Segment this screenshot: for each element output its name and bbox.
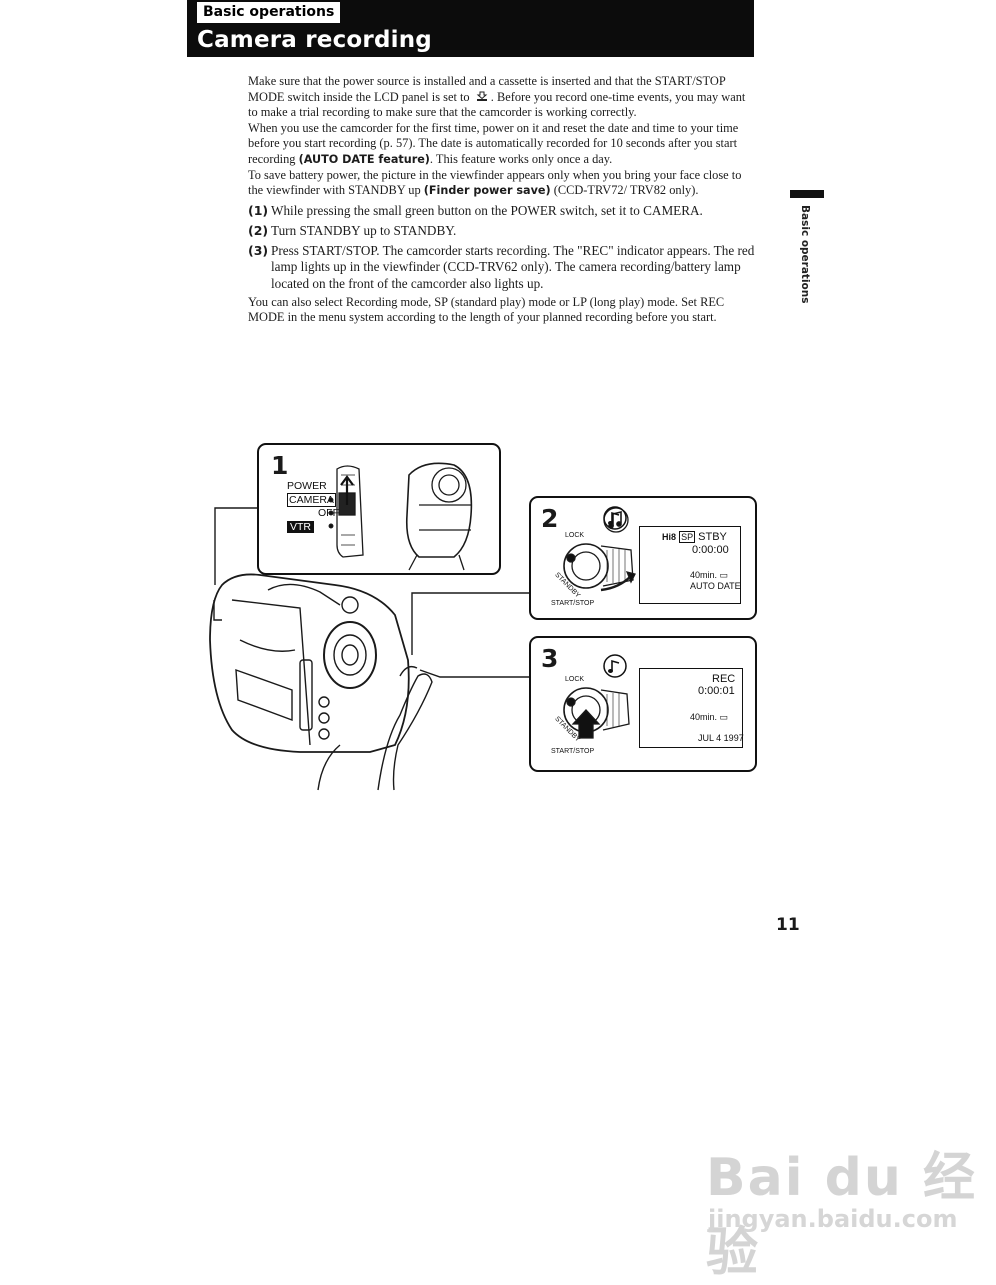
step-item: (3) Press START/STOP. The camcorder star… [248,243,756,292]
battery-icon: ▭ [719,712,729,722]
step-item: (1) While pressing the small green butto… [248,203,756,219]
finder-power-save-term: (Finder power save) [423,184,551,198]
battery-icon: ▭ [719,570,729,580]
off-position-label: OFF [318,507,339,519]
step-number: (2) [248,222,269,238]
lock-label: LOCK [565,676,585,683]
page-number: 11 [776,915,800,935]
step-number: (3) [248,243,269,259]
remaining-tape: 40min. [690,570,718,580]
step-item: (2) Turn STANDBY up to STANDBY. [248,223,756,239]
vf-auto-date: AUTO DATE [690,581,741,591]
baidu-watermark-logo: Bai du 经验 [706,1148,977,1283]
beep-icon [601,504,629,532]
start-stop-dial-drawing [563,687,630,739]
intro-text: To save battery power, the picture in th… [248,167,742,198]
panel-number: 3 [541,644,559,673]
baidu-watermark-url: jingyan.baidu.com [708,1205,958,1233]
standby-indicator: STBY [698,531,727,543]
vf-remaining: 40min. ▭ [690,711,728,724]
intro-paragraph-3: To save battery power, the picture in th… [248,168,756,199]
vtr-position-label: VTR [287,521,314,533]
step-2-panel: 2 LOCK STANDBY START/STOP Hi8 SP STBY 0:… [529,496,757,620]
camera-position-label: CAMERA [287,493,336,507]
intro-text: . This feature works only once a day. [429,151,613,166]
intro-paragraph-2: When you use the camcorder for the first… [248,121,756,168]
hi8-indicator: Hi8 [662,532,677,542]
step-number: (1) [248,202,269,218]
remaining-tape: 40min. [690,712,718,722]
viewfinder-display-standby: Hi8 SP STBY 0:00:00 40min. ▭ AUTO DATE [639,526,741,604]
start-stop-label: START/STOP [551,600,595,607]
vf-remaining: 40min. ▭ [690,569,728,582]
intro-text: Make sure that the power source is insta… [248,74,726,104]
power-label: POWER [287,480,327,492]
vf-time: 0:00:01 [698,685,735,697]
sp-indicator: SP [679,531,696,543]
side-tab-marker [790,190,824,198]
side-section-label: Basic operations [799,205,811,304]
auto-date-term: (AUTO DATE feature) [298,152,430,166]
outro-paragraph: You can also select Recording mode, SP (… [248,294,725,325]
vtr-label: VTR [287,521,314,533]
body-text: Make sure that the power source is insta… [248,74,756,326]
panel-number: 1 [271,451,289,480]
page-title: Camera recording [197,27,432,53]
section-tag: Basic operations [197,2,341,23]
standby-dial-drawing [563,507,636,592]
camera-label: CAMERA [287,493,336,507]
step-text: Press START/STOP. The camcorder starts r… [271,243,755,291]
panel-number: 2 [541,504,559,533]
vf-rec: REC [712,673,736,685]
intro-text: When you use the camcorder for the first… [248,120,739,166]
lock-label: LOCK [565,532,585,539]
beep-icon [601,652,629,680]
step-list: (1) While pressing the small green butto… [248,203,756,292]
power-switch-drawing [328,462,473,571]
vf-top-row: Hi8 SP STBY [662,531,727,544]
vf-time: 0:00:00 [692,544,729,556]
intro-paragraph-1: Make sure that the power source is insta… [248,74,756,121]
intro-text: . Before you record one-time events, you… [248,89,746,120]
intro-text: (CCD-TRV72/ TRV82 only). [553,183,699,198]
step-1-panel: 1 POWER CAMERA OFF VTR [257,443,501,575]
step-3-panel: 3 LOCK STANDBY START/STOP REC 0:00:01 40… [529,636,757,772]
viewfinder-display-recording: REC 0:00:01 40min. ▭ JUL 4 1997 [639,668,744,748]
start-stop-label: START/STOP [551,748,595,755]
step-text: Turn STANDBY up to STANDBY. [271,222,457,238]
camera-mode-icon [476,91,488,102]
step-text: While pressing the small green button on… [271,202,703,218]
vf-date: JUL 4 1997 [698,733,744,743]
